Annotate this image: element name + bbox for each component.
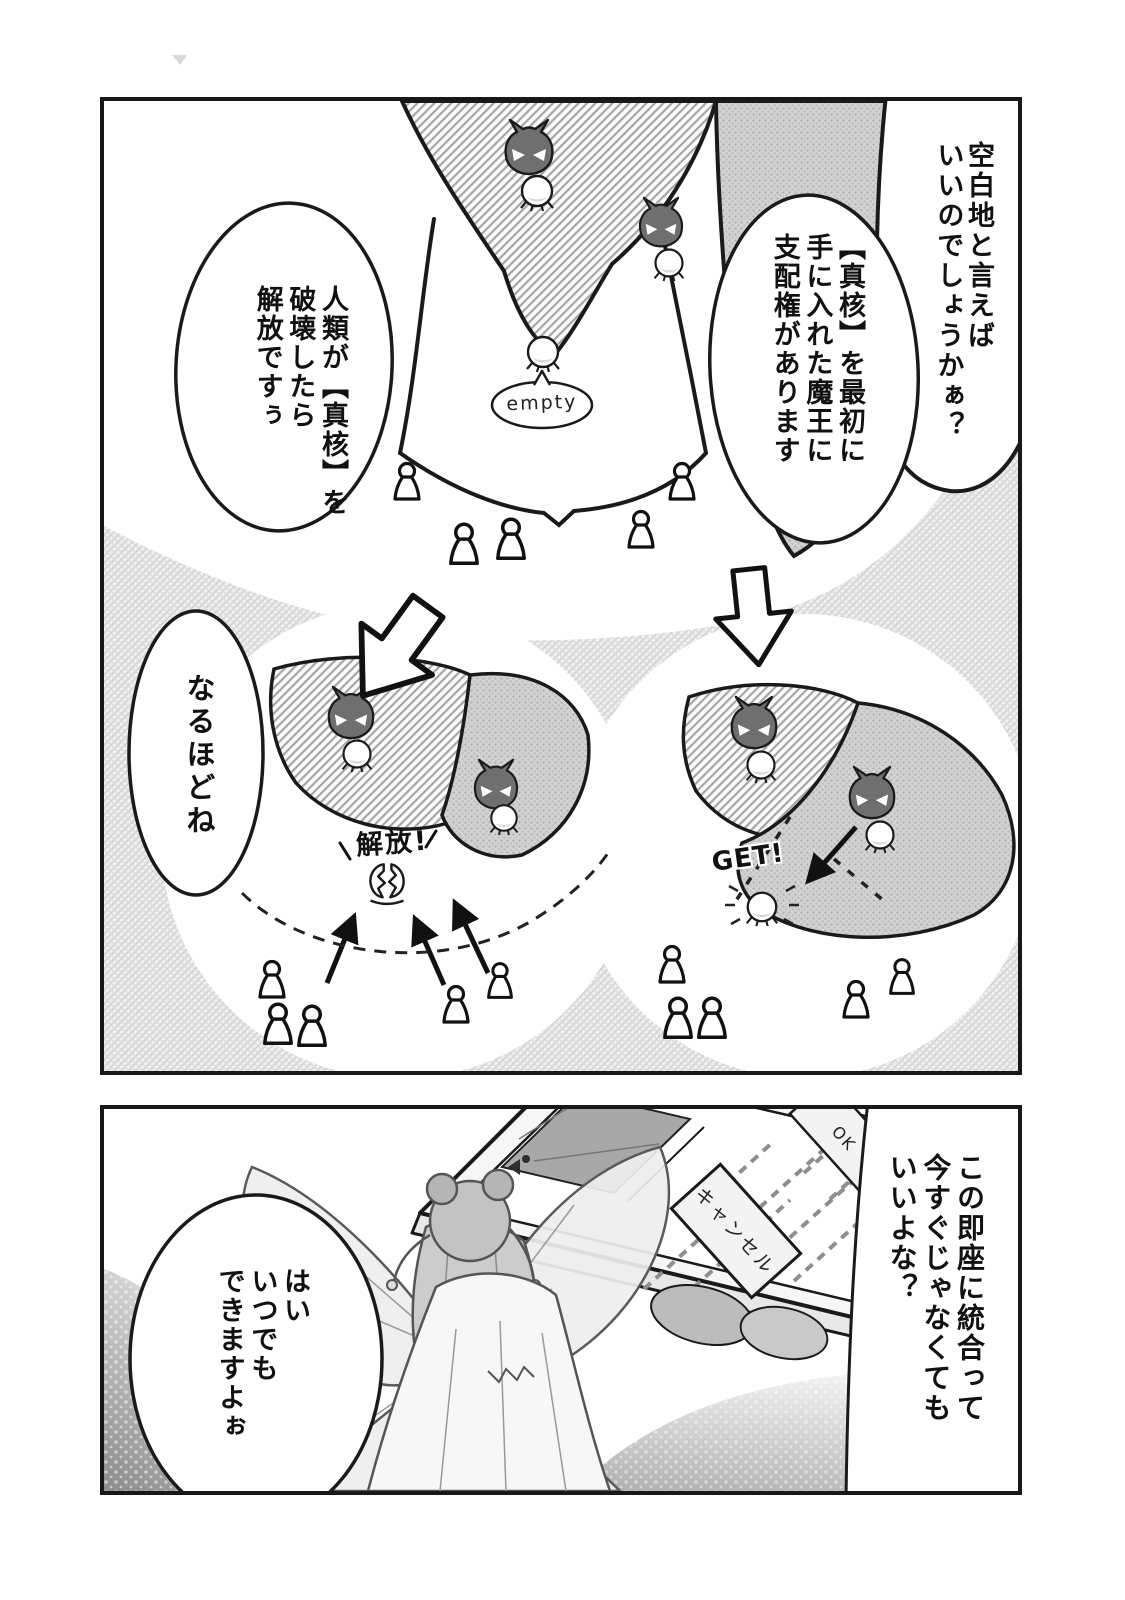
speech-bubble-rule — [707, 193, 921, 545]
dress-folds — [439, 1320, 567, 1491]
bubble-line: 破壊したら — [284, 285, 316, 430]
bubble-line: 今すぐじゃなくても — [919, 1153, 953, 1423]
bubble-line: 支配権があります — [768, 233, 800, 465]
bubble-line: いいのでしょうかぁ？ — [932, 141, 964, 441]
bubble-text-question2: この即座に統合って 今すぐじゃなくても いいよな？ — [874, 1153, 988, 1489]
release-arrows — [324, 898, 491, 987]
panel-territory-map: 空白地と言えば いいのでしょうかぁ？ 【真核】を最初に 手に入れた魔王に 支配権… — [100, 97, 1022, 1075]
territory-map-art — [104, 101, 1018, 1071]
inset-release-scene — [240, 655, 614, 1048]
fairy-character — [366, 1168, 612, 1491]
sparkle-ticks — [725, 884, 799, 926]
dashed-border — [730, 816, 886, 908]
emphasis-slashes — [338, 829, 438, 861]
bubble-text-question: 空白地と言えば いいのでしょうかぁ？ — [916, 141, 994, 533]
bubble-text-answer: はい いつでも できますよぉ — [206, 1267, 312, 1487]
dashed-path — [240, 846, 614, 955]
speech-bubble-question2 — [846, 1109, 1018, 1491]
bubble-line: はい — [279, 1267, 310, 1325]
big-arrow-down-left-icon — [358, 592, 446, 699]
bubble-line: 【真核】を最初に — [834, 233, 865, 465]
empty-label-bubble — [490, 369, 594, 430]
hair-bun — [481, 1168, 515, 1202]
play-icon — [508, 1159, 520, 1175]
print-artifact — [172, 55, 187, 65]
get-arrow — [805, 825, 858, 885]
panel-fairy-device: この即座に統合って 今すぐじゃなくても いいよな？ はい いつでも できますよぉ… — [100, 1105, 1022, 1495]
bubble-line: 人類が【真核】を — [317, 285, 348, 517]
bubble-line: いつでも — [246, 1267, 278, 1383]
inset-get-scene — [658, 682, 1016, 1040]
bubble-line: 解放ですぅ — [251, 285, 283, 430]
fairy-device-art — [104, 1109, 1018, 1491]
speech-bubble-question2-outline — [844, 1109, 869, 1491]
speech-bubble-answer — [128, 1193, 384, 1491]
dress-hem-zigzag — [487, 1365, 535, 1384]
empty-territory-label: empty — [506, 390, 578, 416]
record-icon — [522, 1155, 530, 1163]
bubble-line: 空白地と言えば — [963, 141, 994, 351]
bubble-line: 手に入れた魔王に — [801, 233, 833, 465]
speech-bubble-release-rule — [174, 201, 394, 533]
device-shadow-blobs — [650, 1284, 829, 1361]
braids — [392, 1228, 536, 1282]
bubble-line: できますよぉ — [213, 1267, 245, 1441]
release-label: 解放! — [355, 825, 430, 862]
hair-bun — [425, 1172, 459, 1206]
speech-bubble-reply — [127, 609, 265, 897]
bubble-text-rule: 【真核】を最初に 手に入れた魔王に 支配権があります — [749, 233, 867, 539]
fairy-dress — [366, 1272, 612, 1491]
bubble-line: なるほどね — [182, 673, 216, 838]
cancel-button[interactable] — [669, 1162, 803, 1300]
bubble-text-release-rule: 人類が【真核】を 破壊したら 解放ですぅ — [232, 285, 350, 575]
bubble-line: この即座に統合って — [953, 1153, 986, 1423]
big-arrow-down-icon — [713, 565, 794, 668]
bubble-line: いいよな？ — [885, 1153, 919, 1303]
bubble-text-reply: なるほどね — [178, 673, 218, 883]
